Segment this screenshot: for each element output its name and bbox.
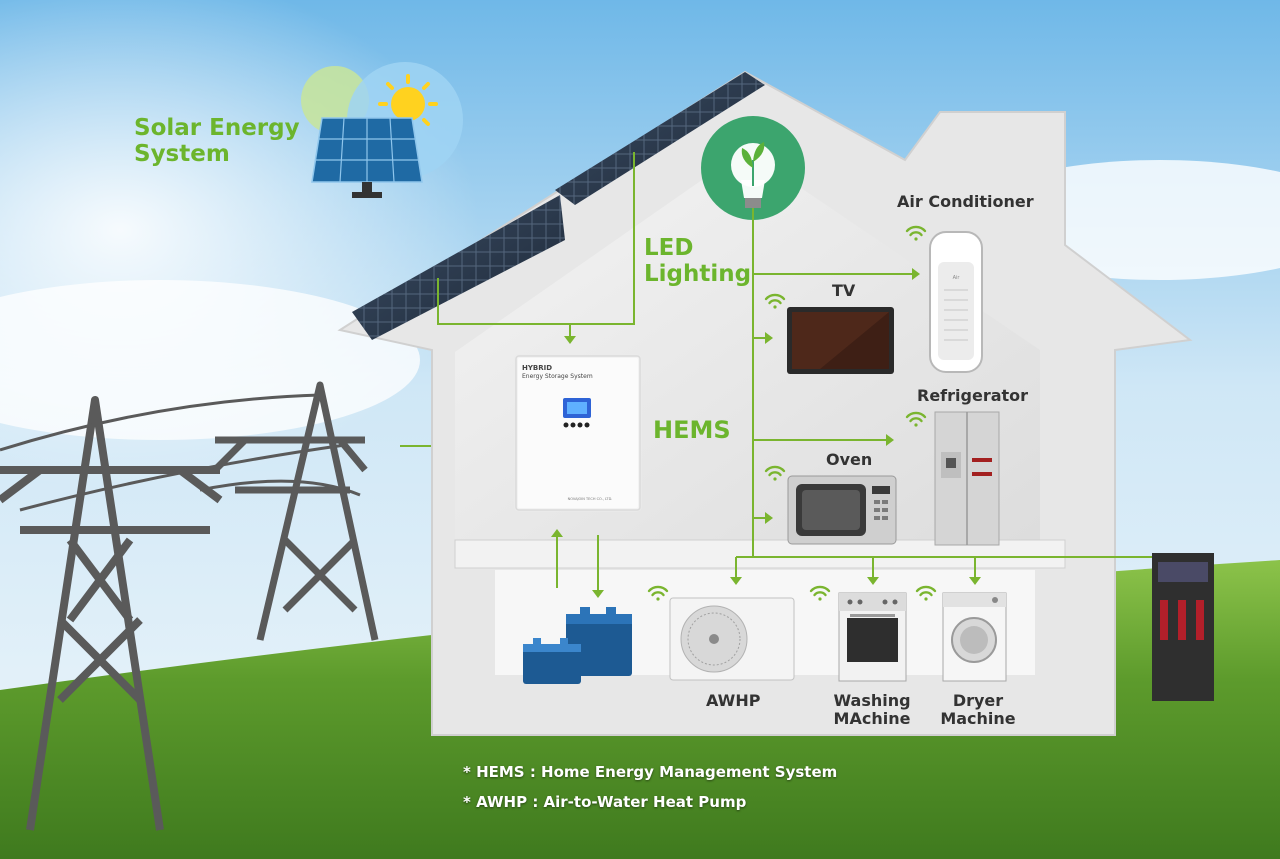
bulb-leaf-icon bbox=[731, 142, 775, 208]
solar-energy-label: Solar Energy System bbox=[134, 115, 300, 168]
hems-unit-maker: NOVAJOIN TECH CO., LTD. bbox=[568, 497, 613, 501]
dryer-machine-label-line1: Dryer bbox=[952, 691, 1004, 710]
washing-machine-label: Washing MAchine bbox=[826, 691, 918, 729]
washing-machine-label-line2: MAchine bbox=[833, 709, 911, 729]
wifi-icon bbox=[764, 293, 786, 309]
led-lighting-label: LED Lighting bbox=[644, 235, 751, 288]
air-conditioner-brand: Air bbox=[953, 275, 961, 281]
washing-machine-unit bbox=[838, 592, 907, 682]
roof-solar-panels bbox=[352, 72, 765, 340]
tv-unit bbox=[787, 307, 894, 374]
battery-units bbox=[523, 607, 632, 684]
wifi-icon bbox=[809, 585, 831, 601]
wifi-icon bbox=[764, 465, 786, 481]
tv-label: TV bbox=[832, 281, 856, 300]
oven-label: Oven bbox=[826, 450, 873, 469]
footnote-hems: * HEMS : Home Energy Management System bbox=[463, 763, 838, 781]
hems-unit-title: HYBRID bbox=[522, 364, 552, 372]
air-conditioner-unit bbox=[929, 231, 983, 373]
connection-lines bbox=[437, 152, 1162, 590]
dryer-machine-unit bbox=[942, 592, 1007, 682]
refrigerator-label: Refrigerator bbox=[917, 386, 1029, 405]
dryer-machine-label-line2: Machine bbox=[940, 709, 1016, 729]
wifi-icon bbox=[647, 585, 669, 601]
power-tower-left bbox=[0, 396, 223, 831]
solar-energy-label-line2: System bbox=[134, 141, 230, 168]
washing-machine-label-line1: Washing bbox=[833, 691, 911, 710]
power-lines bbox=[0, 393, 361, 512]
footnote-awhp: * AWHP : Air-to-Water Heat Pump bbox=[463, 793, 747, 811]
dryer-machine-label: Dryer Machine bbox=[936, 691, 1020, 729]
led-lighting-label-line1: LED bbox=[644, 235, 694, 261]
led-lighting-label-line2: Lighting bbox=[644, 261, 752, 288]
awhp-label: AWHP bbox=[706, 691, 761, 710]
ev-charger-unit bbox=[1152, 553, 1214, 701]
hems-unit bbox=[514, 354, 642, 512]
wifi-icon bbox=[905, 225, 927, 241]
solar-energy-label-line1: Solar Energy bbox=[134, 115, 300, 141]
hems-unit-subtitle: Energy Storage System bbox=[522, 373, 593, 380]
wifi-icon bbox=[905, 411, 927, 427]
refrigerator-unit bbox=[934, 411, 1000, 546]
solar-panel-icon bbox=[311, 117, 423, 198]
awhp-unit bbox=[669, 597, 795, 681]
connection-arrows bbox=[551, 268, 981, 598]
oven-unit bbox=[787, 475, 897, 545]
air-conditioner-label: Air Conditioner bbox=[897, 192, 1034, 211]
power-tower-right bbox=[212, 381, 379, 641]
wifi-icon bbox=[915, 585, 937, 601]
hems-label: HEMS bbox=[653, 416, 731, 444]
